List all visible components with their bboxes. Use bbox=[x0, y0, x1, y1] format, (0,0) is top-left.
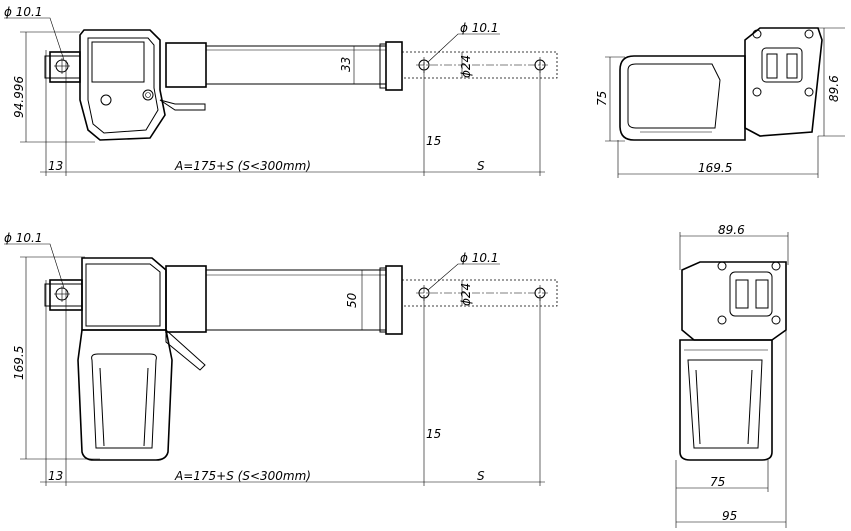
bottom-length-a-label: A=175+S (S<300mm) bbox=[174, 469, 311, 483]
top-offset-15-label: 15 bbox=[426, 134, 441, 148]
top-left-diameter-label: ϕ 10.1 bbox=[4, 5, 42, 19]
bottom-offset-13-label: 13 bbox=[48, 469, 63, 483]
top-height-label: 94.996 bbox=[12, 76, 26, 118]
top-end-length-label: 169.5 bbox=[698, 161, 732, 175]
bottom-rod-diameter-label: ϕ24 bbox=[459, 283, 473, 306]
top-stroke-label: S bbox=[477, 159, 485, 173]
top-length-a-label: A=175+S (S<300mm) bbox=[174, 159, 311, 173]
top-offset-13-label: 13 bbox=[48, 159, 63, 173]
bottom-left-diameter-label: ϕ 10.1 bbox=[4, 231, 42, 245]
top-right-diameter-label: ϕ 10.1 bbox=[460, 21, 498, 35]
bottom-stroke-label: S bbox=[477, 469, 485, 483]
top-side-view: ϕ 10.1 ϕ 10.1 94.996 33 ϕ24 15 13 A=175+… bbox=[4, 5, 558, 176]
top-end-height-75-label: 75 bbox=[595, 91, 609, 106]
bottom-end-view: 89.6 75 95 bbox=[675, 223, 789, 528]
bottom-side-view: ϕ 10.1 ϕ 10.1 169.5 50 ϕ24 15 13 A=175+S… bbox=[4, 231, 558, 486]
top-end-height-89-label: 89.6 bbox=[827, 75, 841, 102]
bottom-end-width-89-label: 89.6 bbox=[718, 223, 745, 237]
bottom-right-diameter-label: ϕ 10.1 bbox=[460, 251, 498, 265]
bottom-height-label: 169.5 bbox=[12, 346, 26, 380]
bottom-offset-15-label: 15 bbox=[426, 427, 441, 441]
top-tube-height-label: 33 bbox=[339, 57, 353, 72]
bottom-end-width-75-label: 75 bbox=[710, 475, 725, 489]
top-rod-diameter-label: ϕ24 bbox=[459, 55, 473, 78]
bottom-end-width-95-label: 95 bbox=[722, 509, 737, 523]
bottom-tube-height-label: 50 bbox=[345, 292, 359, 308]
top-end-view: 75 89.6 169.5 bbox=[595, 27, 845, 178]
